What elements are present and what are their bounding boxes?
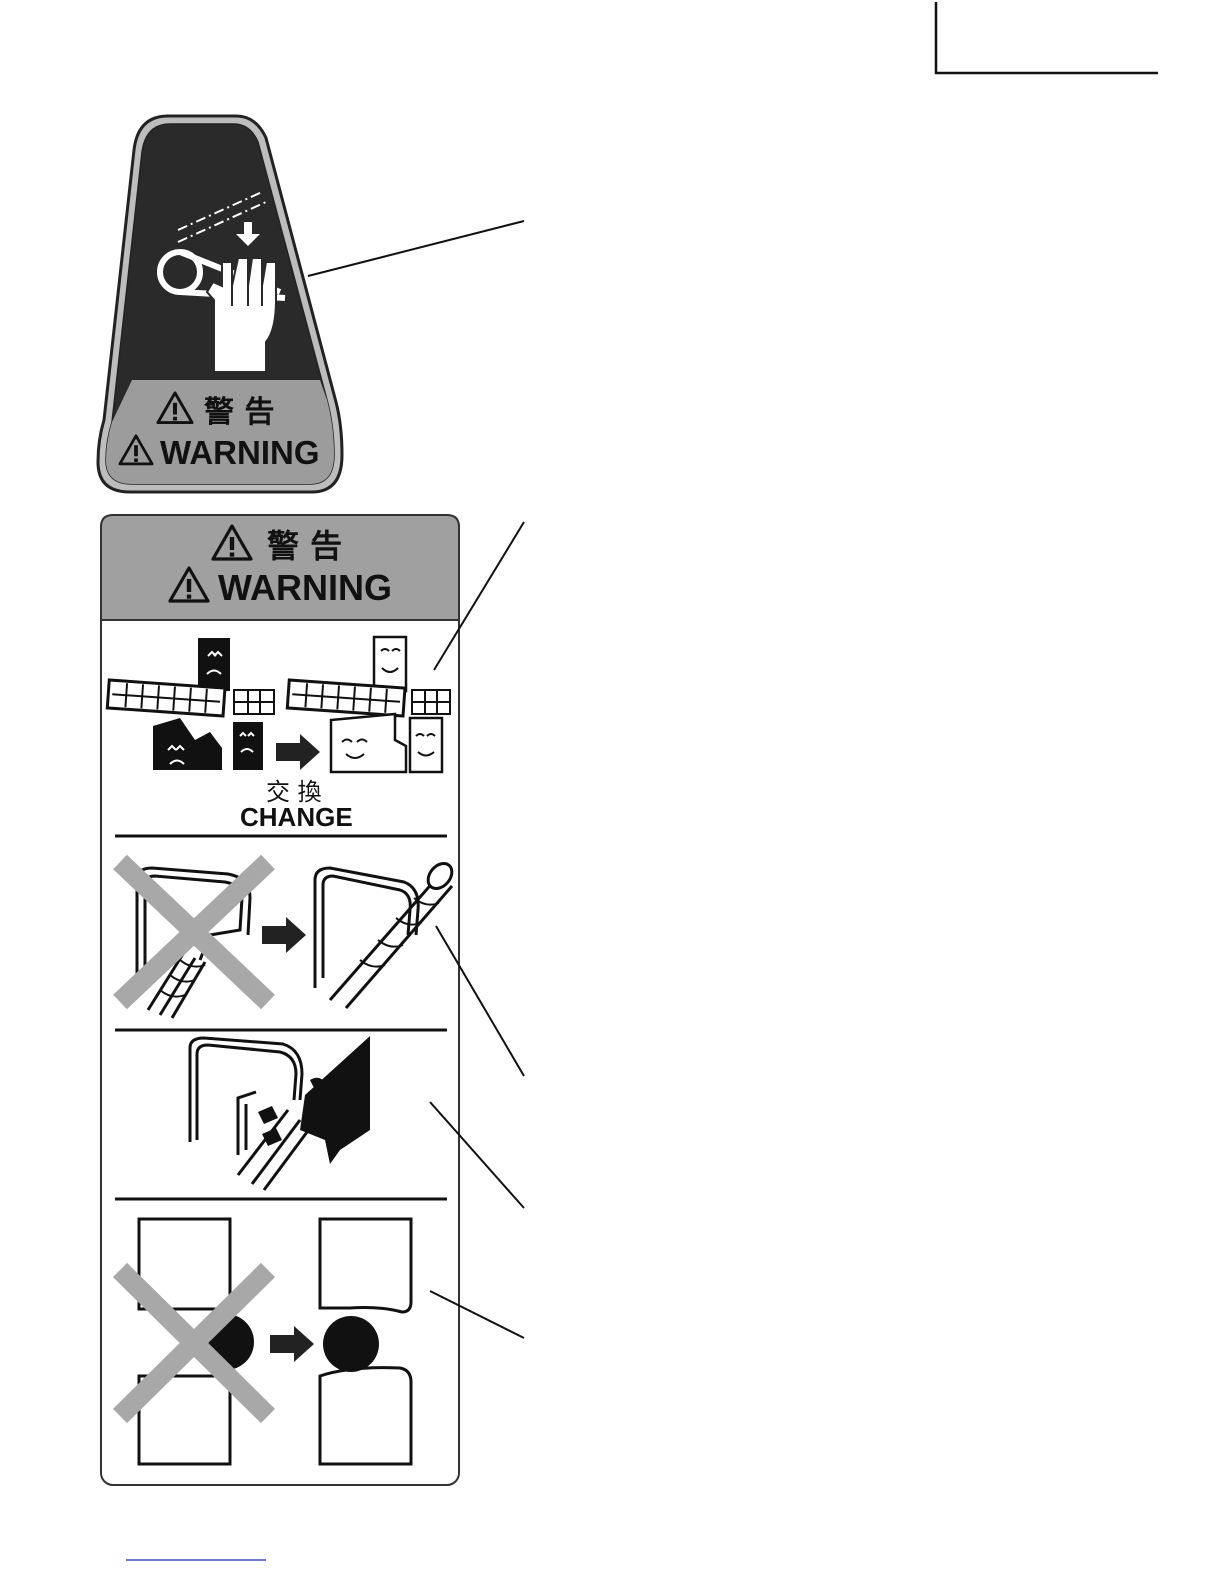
- change-en: CHANGE: [240, 802, 353, 832]
- top-warning-label: 警 告 WARNING: [98, 116, 342, 492]
- top-warning-en: WARNING: [160, 434, 320, 471]
- top-warning-jp: 警 告: [204, 395, 274, 430]
- main-warning-label: 警 告 WARNING: [101, 515, 459, 1485]
- main-warning-en: WARNING: [218, 567, 392, 608]
- main-warning-jp: 警 告: [267, 527, 342, 565]
- leader-line: [308, 221, 524, 276]
- corner-frame-mark: [936, 2, 1158, 73]
